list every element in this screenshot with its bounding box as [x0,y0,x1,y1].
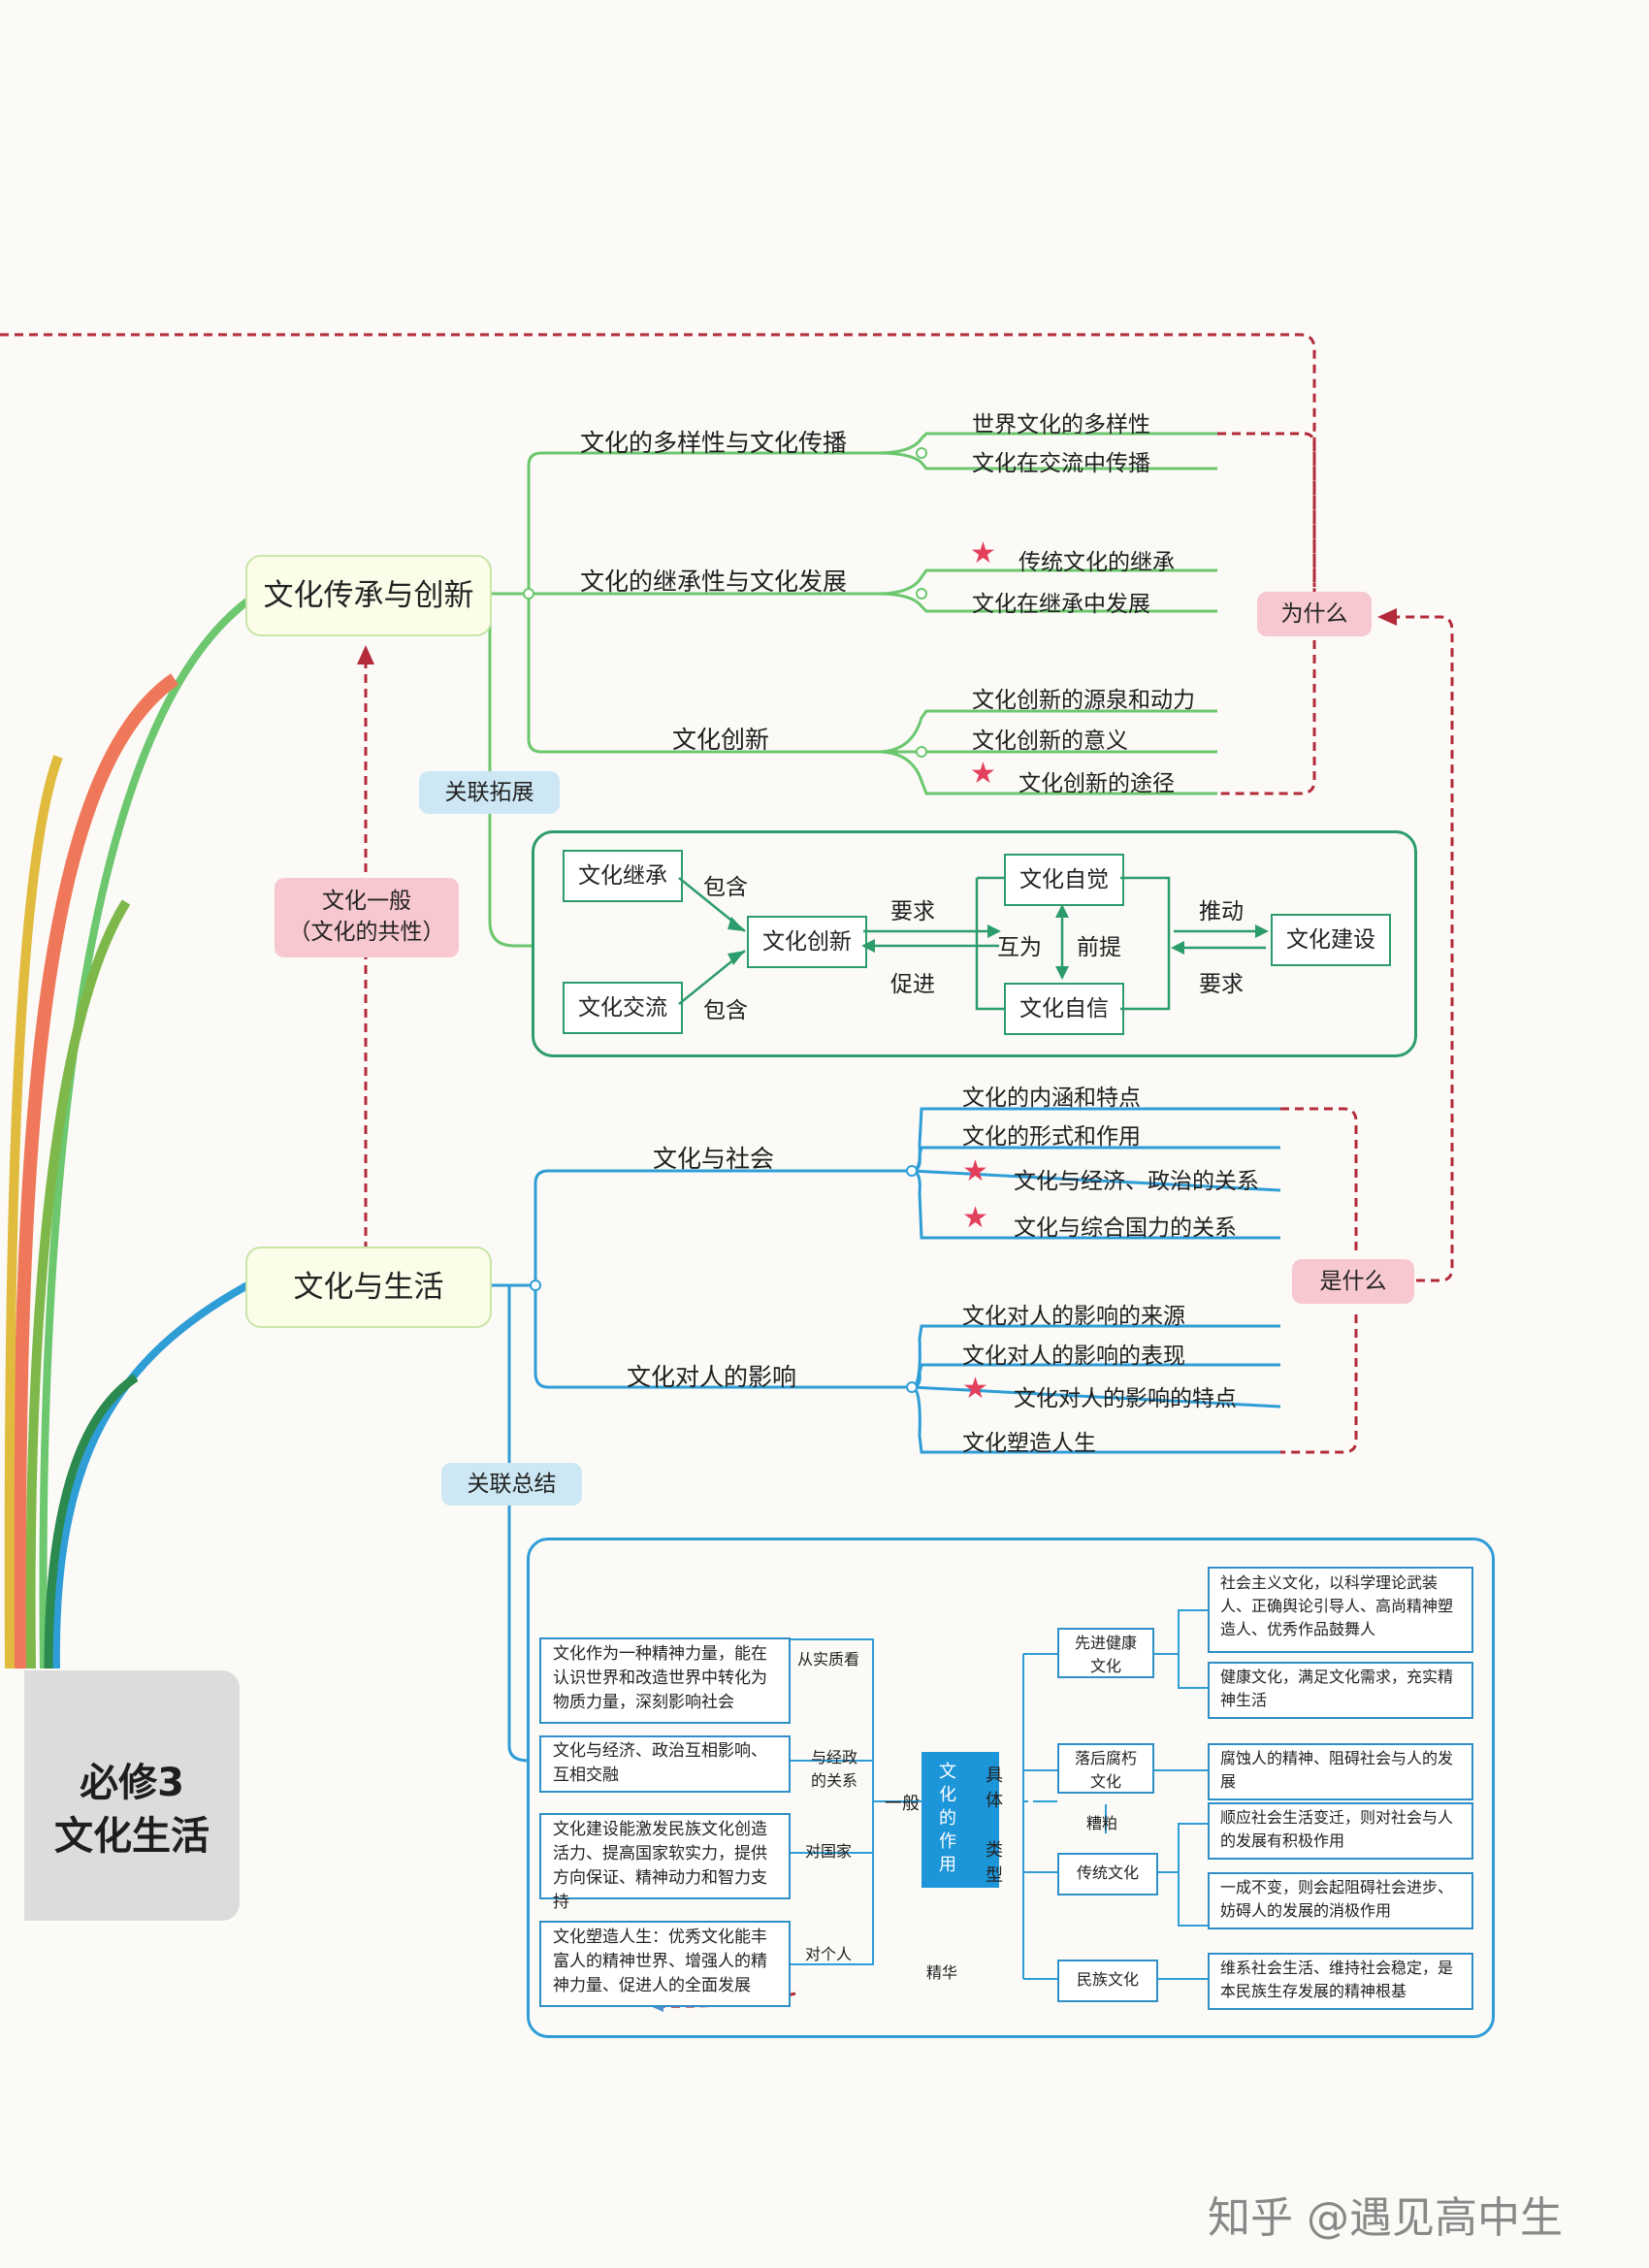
effect-econ-text: 文化与经济、政治互相影响、互相交融 [553,1741,767,1785]
type-national: 民族文化 [1057,1960,1158,2002]
related-expand-tag: 关联拓展 [419,771,560,814]
label-specific: 具体 [986,1766,1003,1811]
leaf-exchange-spread: 文化在交流中传播 [972,451,1150,476]
effect-person-box [539,1921,791,2007]
effect-person-text: 文化塑造人生：优秀文化能丰富人的精神世界、增强人的精神力量、促进人的全面发展 [553,1928,767,1995]
detail-box-1 [1208,1567,1473,1653]
branch-culture-person: 文化对人的影响 [627,1363,797,1391]
label-drive: 推动 [1199,899,1244,924]
effect-essence-box [539,1637,791,1724]
label-dross: 糟粕 [1086,1814,1118,1832]
label-contain-2: 包含 [703,998,748,1023]
label-require-1: 要求 [890,899,935,924]
node-self-aware: 文化自觉 [1004,854,1124,906]
detail-text-6: 维系社会生活、维持社会稳定，是本民族生存发展的精神根基 [1220,1959,1454,2000]
type-traditional: 传统文化 [1057,1853,1158,1895]
node-build: 文化建设 [1271,914,1391,966]
branch-inheritance: 文化的继承性与文化发展 [580,567,848,596]
label-nation: 对国家 [805,1842,853,1861]
star-icon: ★ [962,1154,988,1188]
detail-text-3: 腐蚀人的精神、阻碍社会与人的发展 [1220,1749,1454,1791]
leaf-tradition-inherit: 传统文化的继承 [1018,550,1175,575]
label-premise: 前提 [1077,935,1121,960]
node-self-confident: 文化自信 [1004,983,1124,1035]
node-inherit: 文化继承 [563,850,683,902]
related-summary-tag: 关联总结 [441,1463,582,1506]
label-promote: 促进 [890,972,935,997]
type-backward: 落后腐朽文化 [1057,1743,1154,1794]
leaf-inherit-develop: 文化在继承中发展 [972,592,1150,617]
leaf-innovation-source: 文化创新的源泉和动力 [972,688,1195,713]
leaf-connotation: 文化的内涵和特点 [962,1085,1141,1111]
label-person: 对个人 [805,1945,853,1963]
branch-innovation: 文化创新 [672,726,770,754]
watermark: 知乎 @遇见高中生 [1208,2193,1563,2243]
why-tag: 为什么 [1257,592,1372,636]
label-mutual: 互为 [997,935,1042,960]
star-icon: ★ [962,1201,988,1235]
common-tag: 文化一般 （文化的共性） [275,878,459,957]
center-effect-box: 文化的作用 [939,1762,956,1875]
expand-frame [532,830,1417,1057]
leaf-world-diversity: 世界文化的多样性 [972,412,1150,437]
label-general: 一般 [885,1794,920,1814]
detail-box-3 [1208,1743,1473,1800]
node-innovation: 文化创新 [747,916,867,968]
leaf-shape-life: 文化塑造人生 [962,1431,1096,1456]
what-tag: 是什么 [1292,1259,1414,1304]
leaf-national-power: 文化与综合国力的关系 [1014,1215,1237,1241]
upper-root-node: 文化传承与创新 [245,555,492,636]
type-advanced: 先进健康文化 [1057,1628,1154,1678]
star-icon: ★ [970,536,996,570]
effect-econ-box [539,1735,791,1793]
leaf-economy-politics: 文化与经济、政治的关系 [1014,1169,1259,1194]
detail-box-6 [1208,1953,1473,2010]
branch-culture-society: 文化与社会 [653,1145,775,1173]
cover-line1: 必修3 [80,1761,184,1805]
label-econ-relation: 与经政的关系 [810,1748,857,1790]
label-essence: 从实质看 [797,1650,860,1669]
label-contain-1: 包含 [703,875,748,900]
leaf-innovation-meaning: 文化创新的意义 [972,729,1128,754]
lower-root-node: 文化与生活 [245,1247,492,1328]
branch-diversity: 文化的多样性与文化传播 [580,429,848,457]
leaf-form-role: 文化的形式和作用 [962,1124,1141,1150]
label-essence-arrow: 精华 [926,1963,958,1982]
effect-nation-box [539,1813,791,1899]
leaf-influence-source: 文化对人的影响的来源 [962,1304,1185,1329]
star-icon: ★ [962,1372,988,1406]
detail-text-4: 顺应社会生活变迁，则对社会与人的发展有积极作用 [1220,1808,1454,1850]
detail-box-2 [1208,1662,1473,1719]
cover-card [24,1670,240,1921]
effect-nation-text: 文化建设能激发民族文化创造活力、提高国家软实力，提供方向保证、精神动力和智力支持 [553,1820,767,1912]
common-tag-line2: （文化的共性） [288,920,445,945]
detail-text-1: 社会主义文化，以科学理论武装人、正确舆论引导人、高尚精神塑造人、优秀作品鼓舞人 [1220,1573,1454,1638]
label-require-2: 要求 [1199,972,1244,997]
detail-text-2: 健康文化，满足文化需求，充实精神生活 [1220,1668,1454,1709]
node-exchange: 文化交流 [563,982,683,1034]
detail-text-5: 一成不变，则会起阻碍社会进步、妨碍人的发展的消极作用 [1220,1878,1454,1920]
star-icon: ★ [970,757,996,791]
summary-frame [527,1538,1495,2038]
common-tag-line1: 文化一般 [322,889,411,914]
effect-essence-text: 文化作为一种精神力量，能在认识世界和改造世界中转化为物质力量，深刻影响社会 [553,1644,767,1712]
label-types: 类型 [986,1840,1003,1886]
cover-line2: 文化生活 [54,1814,210,1859]
leaf-innovation-path: 文化创新的途径 [1018,771,1175,796]
detail-box-5 [1208,1872,1473,1929]
leaf-influence-show: 文化对人的影响的表现 [962,1344,1185,1369]
detail-box-4 [1208,1802,1473,1860]
leaf-influence-feature: 文化对人的影响的特点 [1014,1386,1237,1411]
